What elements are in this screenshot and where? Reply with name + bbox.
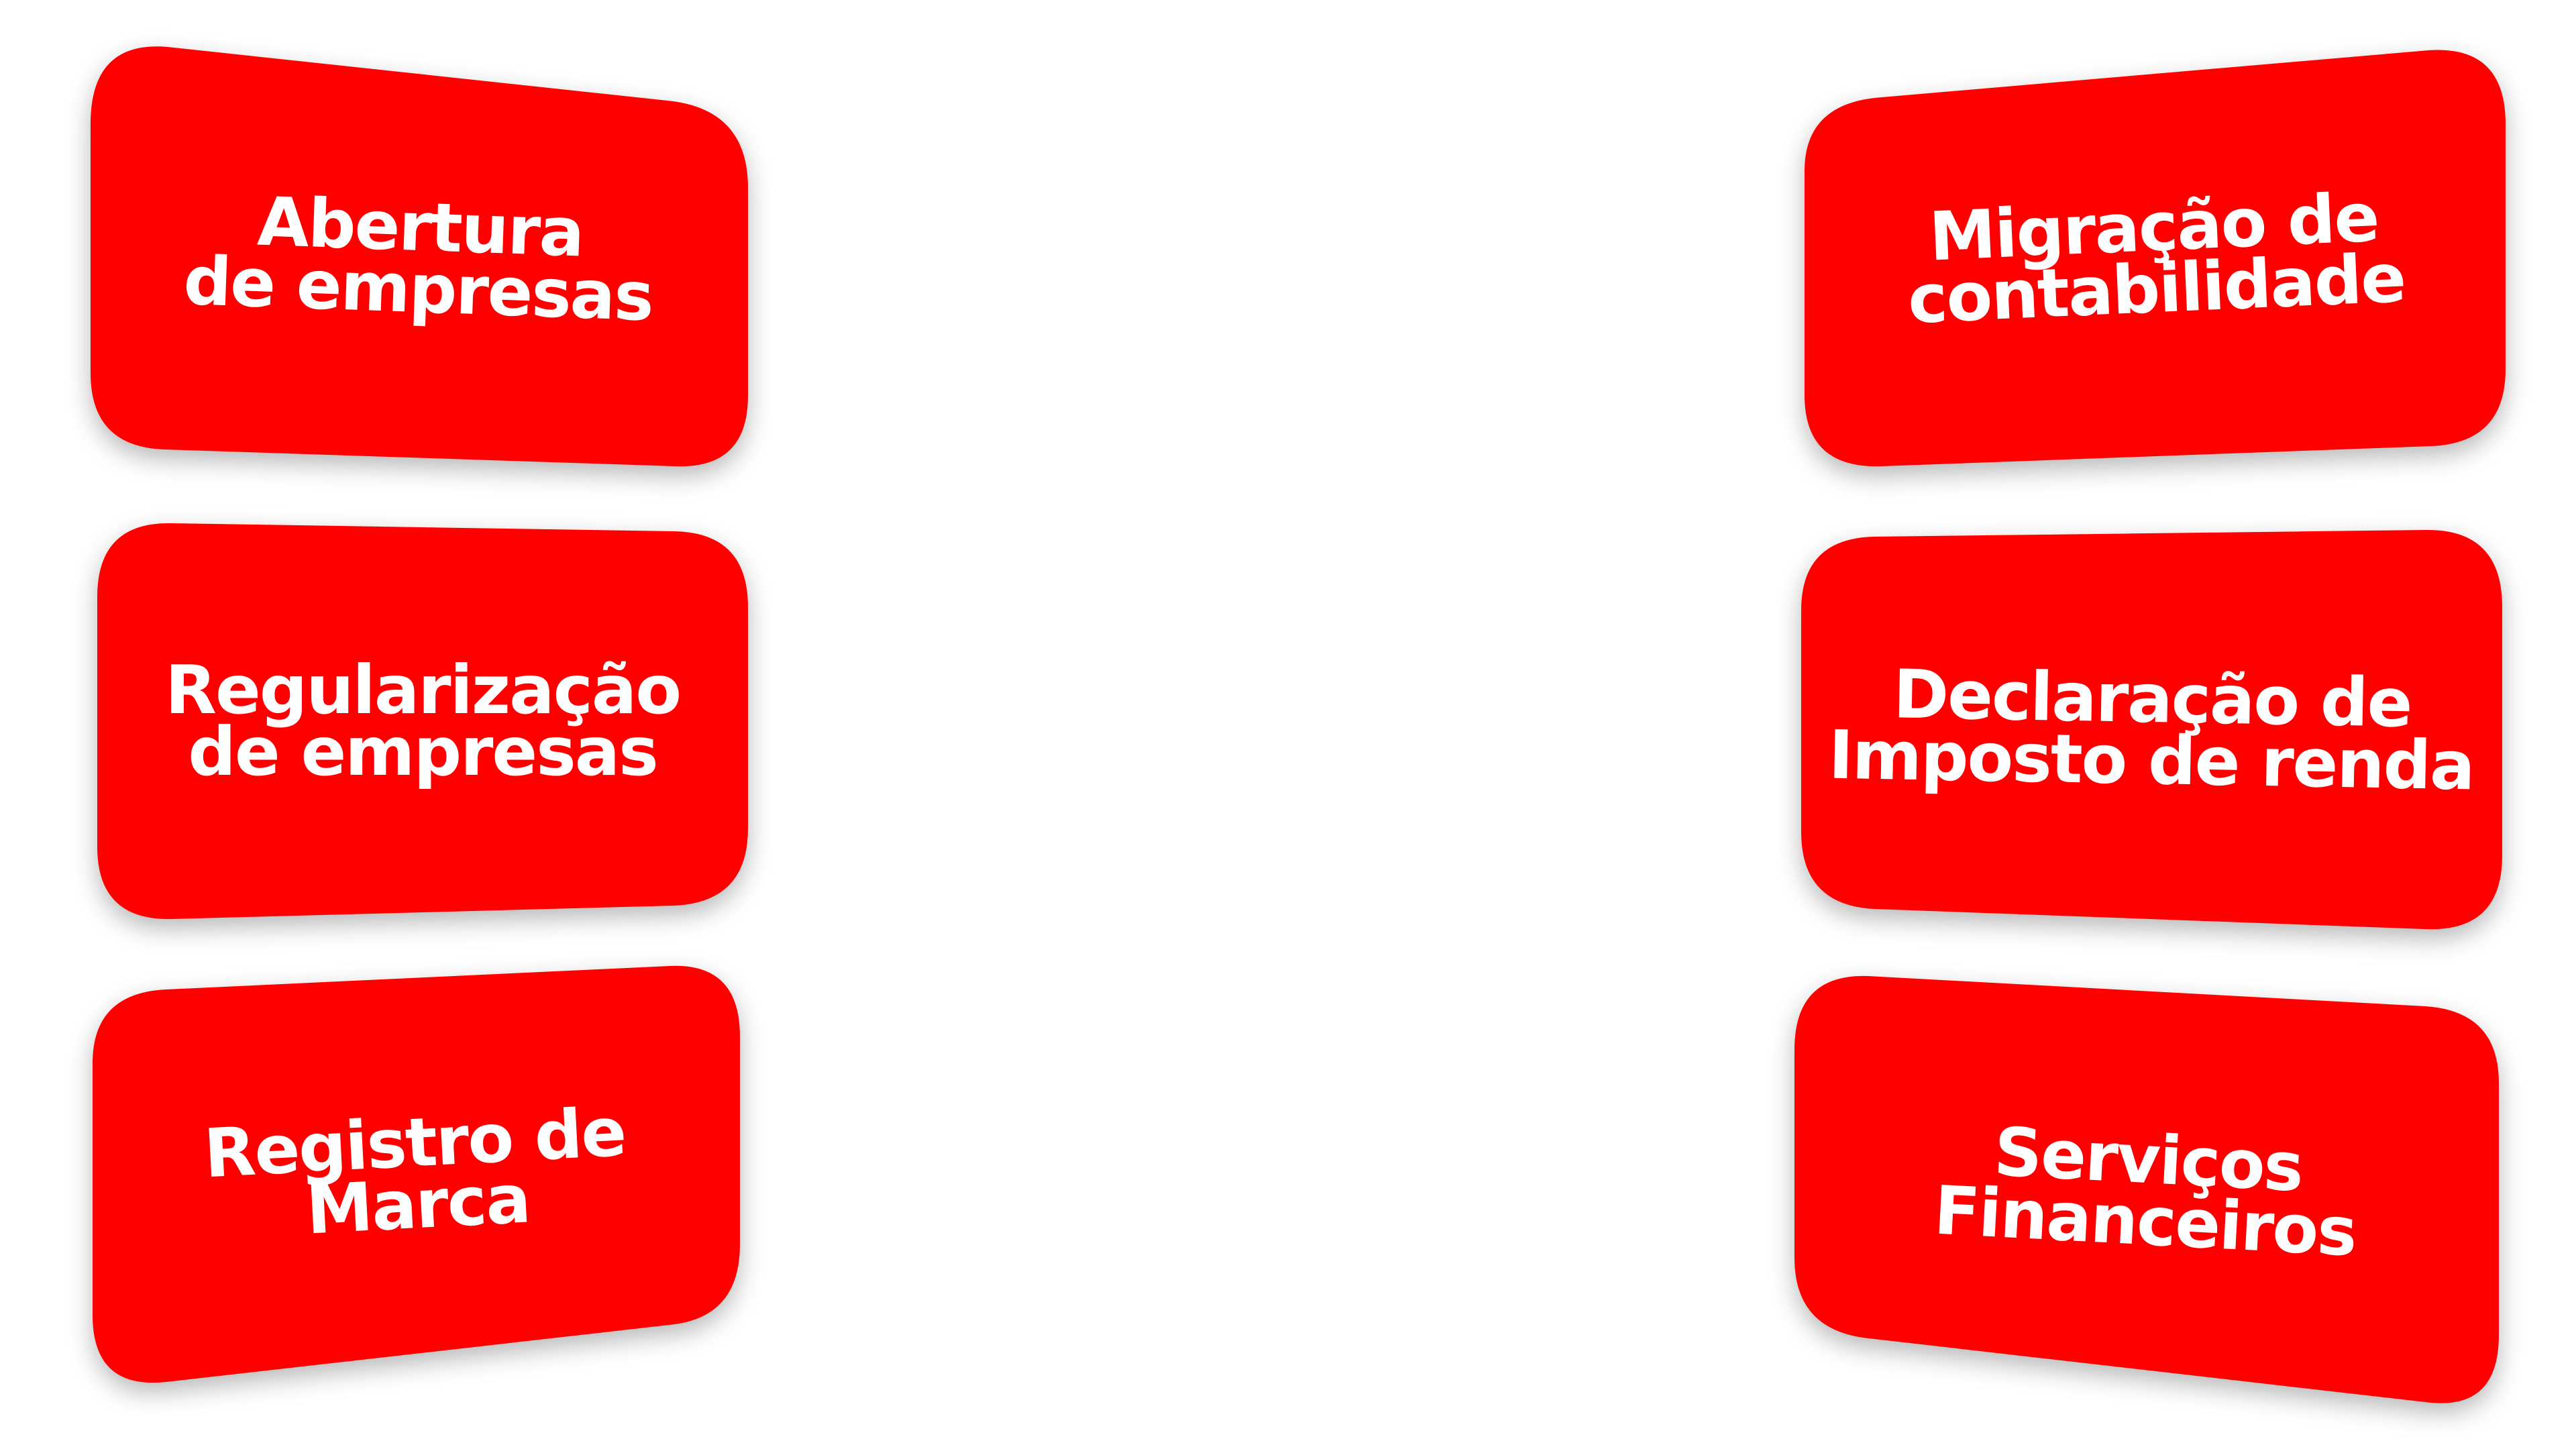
card-label-line-1: Regularização <box>164 651 682 729</box>
card-label: Migração de contabilidade <box>1796 36 2514 482</box>
service-card-abertura-de-empresas[interactable]: Abertura de empresas <box>91 46 748 470</box>
card-label: Abertura de empresas <box>83 36 755 481</box>
card-shape <box>91 46 748 467</box>
card-label: Declaração de Imposto de renda <box>1798 524 2506 935</box>
card-shape <box>1794 975 2499 1403</box>
service-card-regularizacao-de-empresas[interactable]: Regularização de empresas <box>97 523 748 920</box>
service-card-servicos-financeiros[interactable]: Serviços Financeiros <box>1794 975 2499 1405</box>
card-label-line-2: de empresas <box>188 712 658 791</box>
card-shape <box>97 523 748 920</box>
service-card-migracao-de-contabilidade[interactable]: Migração de contabilidade <box>1805 50 2506 467</box>
card-label-line-2: Marca <box>304 1159 532 1250</box>
card-label: Serviços Financeiros <box>1784 958 2510 1424</box>
card-label: Registro de Marca <box>82 949 750 1399</box>
card-label-line-2: de empresas <box>182 241 654 337</box>
service-card-registro-de-marca[interactable]: Registro de Marca <box>93 965 740 1383</box>
card-label: Regularização de empresas <box>97 523 748 919</box>
service-card-declaracao-de-imposto-de-renda[interactable]: Declaração de Imposto de renda <box>1801 529 2502 930</box>
card-shape <box>1805 50 2506 467</box>
card-shape <box>93 965 740 1383</box>
card-shape <box>1801 529 2502 930</box>
card-label-line-2: contabilidade <box>1906 238 2407 339</box>
card-label-line-2: Financeiros <box>1932 1171 2358 1272</box>
card-label-line-2: Imposto de renda <box>1827 715 2475 805</box>
